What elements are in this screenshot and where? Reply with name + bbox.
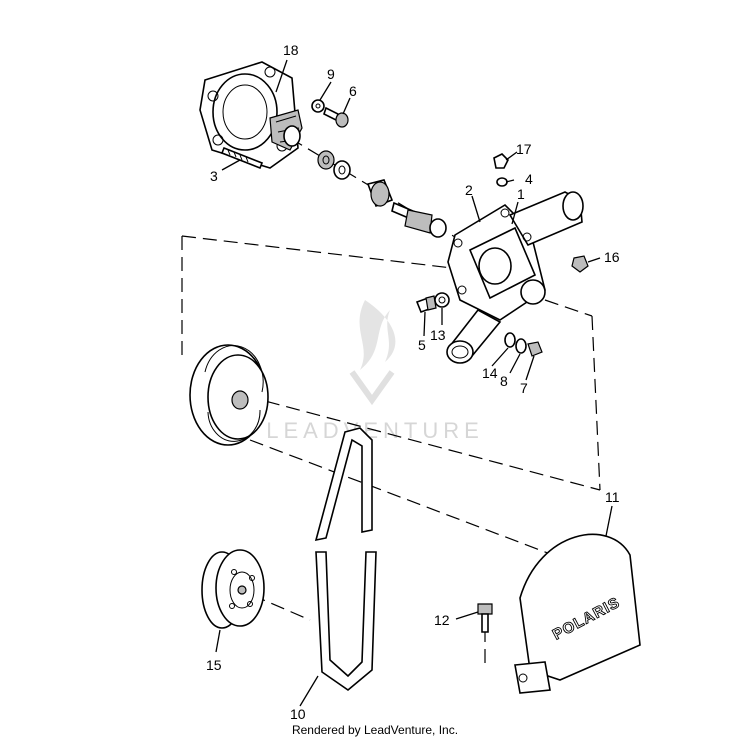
dash-line-top: [181, 235, 453, 269]
callout-5: 5: [418, 337, 426, 353]
outlet-spout: [446, 308, 502, 364]
watermark: LEADVENTURE: [266, 300, 484, 443]
exploded-view-lines: [181, 137, 601, 668]
callout-8: 8: [500, 373, 508, 389]
callout-3: 3: [210, 168, 218, 184]
leader-lines: [215, 59, 613, 707]
belt-cover: POLARIS: [514, 533, 641, 694]
washer-9: [311, 99, 325, 113]
bolt-12: [477, 603, 493, 633]
footer-credit: Rendered by LeadVenture, Inc.: [292, 723, 458, 737]
callout-11: 11: [605, 489, 620, 505]
water-pump-cover: [447, 191, 584, 321]
callout-12: 12: [434, 612, 450, 628]
callout-18: 18: [283, 42, 299, 58]
watermark-v-icon: [349, 370, 395, 406]
driven-pulley: [201, 549, 265, 629]
sensor-5: [415, 295, 437, 314]
callout-16: 16: [604, 249, 620, 265]
nut-17: [493, 153, 509, 169]
washer-14: [504, 332, 516, 348]
callout-6: 6: [349, 83, 357, 99]
callout-14: 14: [482, 365, 498, 381]
drive-belt: [314, 427, 377, 692]
dash-line-cover: [249, 439, 583, 567]
callout-7: 7: [520, 380, 528, 396]
callout-4: 4: [525, 171, 533, 187]
drive-pulley: [189, 344, 269, 446]
dash-line-diagonal: [204, 384, 601, 491]
washer-13: [434, 292, 450, 308]
washer-4: [496, 177, 508, 187]
stud: [220, 146, 264, 170]
pump-shaft: [391, 201, 447, 238]
dash-line-shaft: [289, 137, 461, 241]
callout-13: 13: [430, 327, 446, 343]
callout-2: 2: [465, 182, 473, 198]
callout-1: 1: [517, 186, 525, 202]
callout-17: 17: [516, 141, 532, 157]
impeller: [269, 109, 303, 151]
nut-7: [527, 341, 543, 357]
callout-10: 10: [290, 706, 306, 722]
callout-15: 15: [206, 657, 222, 673]
watermark-text: LEADVENTURE: [266, 418, 484, 443]
bolt-6: [323, 106, 349, 128]
callouts: 18 9 6 3 17 4 2 1 16 13 5 14 8 7 11 12 1…: [206, 42, 620, 722]
dash-line-right: [591, 315, 601, 491]
callout-9: 9: [327, 66, 335, 82]
dash-line-right-top: [544, 299, 593, 317]
shaft-seals: [317, 150, 394, 208]
washer-8: [515, 338, 527, 354]
watermark-flame-icon: [359, 300, 396, 370]
nut-16: [571, 255, 589, 273]
